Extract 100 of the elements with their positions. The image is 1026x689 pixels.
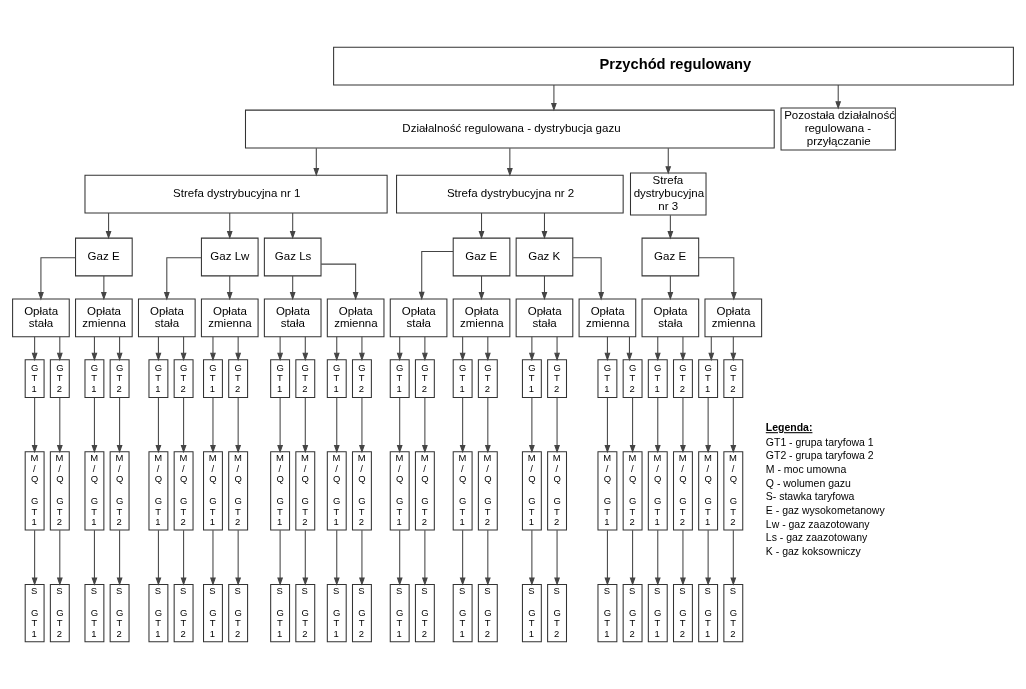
arrow	[554, 397, 560, 454]
node-box: S G T 1	[84, 583, 105, 643]
node-box: G T 2	[723, 359, 744, 399]
arrow	[541, 212, 548, 240]
node-box: M / Q G T 2	[622, 451, 643, 531]
node-box: M / Q G T 2	[477, 451, 498, 531]
arrow	[56, 336, 63, 362]
node-box: G T 2	[228, 359, 249, 399]
node-box: S G T 1	[24, 583, 45, 643]
node-box: S G T 2	[414, 583, 435, 643]
node-box: G T 2	[49, 359, 70, 399]
node-box: Gaz Ls	[263, 237, 322, 277]
node-box: M / Q G T 1	[148, 451, 169, 531]
arrow	[333, 397, 340, 454]
node-box: M / Q G T 1	[597, 451, 618, 531]
node-box: Gaz E	[452, 237, 511, 277]
arrow	[277, 336, 284, 362]
arrow	[289, 212, 296, 240]
arrow	[604, 397, 611, 454]
arrow	[484, 397, 491, 454]
node-box: Opłata stała	[12, 298, 70, 338]
node-box: M / Q G T 1	[24, 451, 45, 531]
arrow	[478, 212, 485, 240]
node-box: M / Q G T 2	[228, 451, 249, 531]
arrow	[478, 275, 485, 301]
node-box: Gaz K	[515, 237, 574, 277]
node-box: S G T 1	[698, 583, 719, 643]
node-box: G T 2	[295, 359, 316, 399]
legend-label: GT1 - grupa taryfowa 1	[765, 436, 874, 448]
arrow	[155, 397, 162, 454]
node-box: S G T 2	[673, 583, 693, 643]
arrow	[572, 257, 605, 301]
node-box: Strefa dystrybucyjna nr 2	[396, 174, 624, 214]
node-box: Opłata stała	[137, 298, 196, 338]
arrow	[289, 275, 296, 301]
arrow	[302, 529, 309, 586]
arrow	[421, 336, 428, 362]
node-box: M / Q G T 1	[389, 451, 410, 531]
arrow	[359, 336, 365, 362]
node-box: Działalność regulowana - dystrybucja gazu	[244, 109, 775, 149]
arrow	[38, 257, 76, 301]
node-box: Opłata stała	[641, 298, 700, 338]
node-box: G T 1	[24, 359, 45, 399]
legend-label: S- stawka taryfowa	[765, 491, 855, 503]
arrow	[554, 336, 560, 362]
legend-label: E - gaz wysokometanowy	[765, 505, 885, 517]
arrow	[667, 275, 674, 301]
node-box: S G T 2	[351, 583, 372, 643]
arrow	[226, 275, 233, 301]
node-box: Opłata zmienna	[200, 298, 259, 338]
node-box: G T 2	[351, 359, 372, 399]
node-box: S G T 1	[203, 583, 223, 643]
arrow	[730, 397, 737, 454]
arrow	[91, 529, 98, 586]
legend-label: Ls - gaz zaazotowany	[765, 532, 868, 544]
arrow	[155, 336, 162, 362]
arrow	[105, 212, 112, 240]
arrow	[116, 529, 123, 586]
arrow	[91, 397, 98, 454]
node-box: G T 1	[698, 359, 719, 399]
node-box: M / Q G T 2	[547, 451, 568, 531]
arrow	[116, 336, 123, 362]
node-box: Opłata stała	[263, 298, 322, 338]
arrow	[459, 397, 466, 454]
arrow	[528, 397, 535, 454]
arrow	[396, 336, 403, 362]
node-box: S G T 1	[270, 583, 291, 643]
node-box: M / Q G T 1	[270, 451, 291, 531]
node-box: S G T 2	[547, 583, 568, 643]
arrow	[396, 397, 403, 454]
arrow	[302, 336, 309, 362]
arrow	[56, 529, 63, 586]
node-box: S G T 2	[295, 583, 316, 643]
node-box: Gaz E	[75, 237, 133, 277]
node-box: M / Q G T 2	[723, 451, 744, 531]
node-box: S G T 2	[173, 583, 194, 643]
node-box: Strefa dystrybucyjna nr 3	[629, 172, 707, 216]
node-box: S G T 1	[389, 583, 410, 643]
node-box: G T 2	[414, 359, 435, 399]
arrow	[277, 397, 284, 454]
node-box: S G T 2	[228, 583, 249, 643]
arrow	[31, 397, 38, 454]
node-box: S G T 1	[521, 583, 542, 643]
arrow	[629, 529, 636, 586]
arrow	[665, 147, 672, 175]
arrow	[654, 397, 661, 454]
node-box: G T 2	[547, 359, 568, 399]
arrow	[629, 397, 636, 454]
node-box: M / Q G T 2	[49, 451, 70, 531]
arrow	[56, 397, 63, 454]
node-box: M / Q G T 2	[351, 451, 372, 531]
node-box: S G T 1	[148, 583, 169, 643]
legend-label: Lw - gaz zaazotowany	[765, 518, 870, 530]
node-box: G T 1	[270, 359, 291, 399]
arrow	[550, 84, 557, 112]
node-box: G T 1	[203, 359, 223, 399]
node-box: Gaz Lw	[200, 237, 259, 277]
node-box: S G T 2	[109, 583, 130, 643]
arrow	[680, 397, 686, 454]
node-box: M / Q G T 1	[326, 451, 347, 531]
